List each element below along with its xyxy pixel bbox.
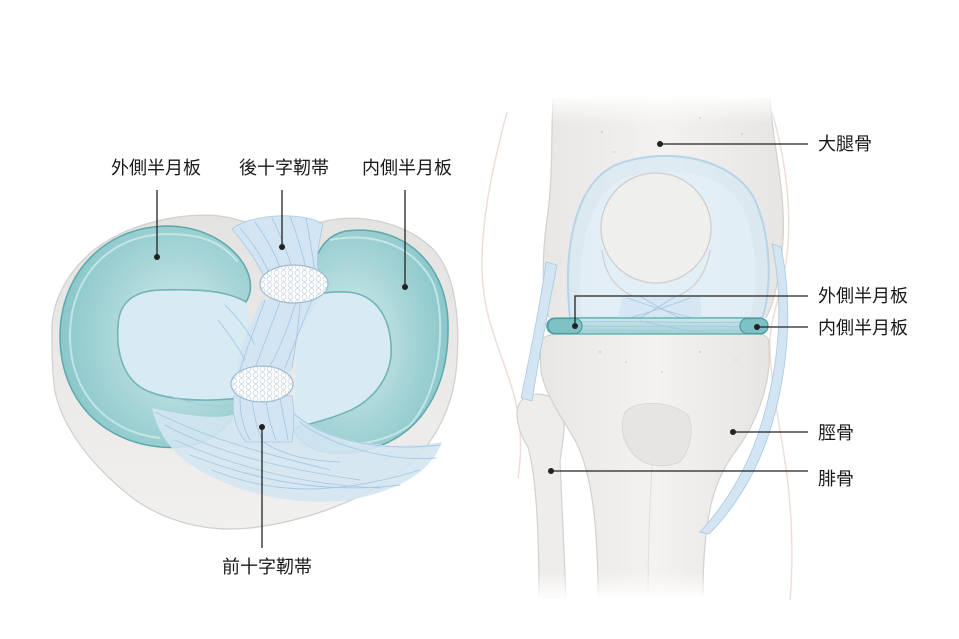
tibial-tuberosity bbox=[621, 402, 692, 467]
fiber-line bbox=[583, 329, 739, 332]
fiber-line bbox=[189, 454, 401, 489]
fiber-line bbox=[164, 424, 361, 481]
lateral-collateral-ligament bbox=[520, 261, 558, 402]
fiber-line bbox=[581, 325, 741, 328]
fiber-line bbox=[291, 304, 301, 369]
top-view-figure bbox=[51, 214, 459, 530]
medial-meniscus-highlight bbox=[329, 236, 442, 446]
femur-texture bbox=[600, 117, 744, 153]
bone-pore bbox=[698, 350, 702, 354]
bone-pore bbox=[625, 361, 627, 363]
fiber-line bbox=[269, 301, 297, 367]
acl-cut-texture bbox=[230, 365, 294, 403]
label-lateral-meniscus-left: 外側半月板 bbox=[111, 158, 201, 178]
leader-lines bbox=[154, 141, 808, 548]
lateral-tibial-cartilage bbox=[117, 289, 251, 401]
bone-pore bbox=[699, 117, 701, 119]
notch-fibers bbox=[627, 295, 693, 319]
label-femur: 大腿骨 bbox=[818, 134, 872, 154]
leader-dot bbox=[730, 429, 736, 435]
tibia-outline-right bbox=[702, 333, 771, 598]
lateral-meniscus-highlight bbox=[68, 232, 239, 439]
tibia-texture bbox=[598, 350, 737, 373]
fiber-line bbox=[154, 411, 331, 471]
leader-dot bbox=[279, 244, 285, 250]
pcl-cut-texture bbox=[259, 264, 329, 304]
fiber-line bbox=[639, 295, 681, 319]
patella bbox=[600, 172, 712, 284]
skin-outline-right bbox=[769, 111, 793, 601]
label-posterior-cruciate-ligament: 後十字靭帯 bbox=[239, 158, 329, 178]
leader-dot bbox=[572, 323, 578, 329]
anterior-fiber-fan bbox=[152, 408, 442, 502]
fiber-line bbox=[211, 469, 421, 490]
medial-meniscus-front bbox=[739, 317, 769, 335]
front-view-figure bbox=[481, 94, 798, 601]
fiber-line bbox=[639, 320, 701, 333]
fiber-line bbox=[251, 399, 263, 441]
acl-fibers bbox=[239, 397, 289, 441]
central-fibers bbox=[217, 299, 313, 371]
anterior-fibers bbox=[154, 395, 441, 490]
fiber-line bbox=[279, 397, 289, 441]
label-fibula: 腓骨 bbox=[818, 469, 854, 489]
labels-left: 外側半月板 後十字靭帯 内側半月板 前十字靭帯 bbox=[111, 158, 452, 577]
label-tibia: 脛骨 bbox=[818, 423, 854, 443]
femur-outline-right bbox=[765, 97, 785, 319]
label-medial-meniscus-left: 内側半月板 bbox=[362, 158, 452, 178]
fibula bbox=[516, 393, 567, 598]
leader-dot bbox=[259, 424, 265, 430]
fiber-line bbox=[239, 299, 266, 371]
leader-dot bbox=[548, 468, 554, 474]
fiber-line bbox=[639, 295, 677, 319]
bone-pore bbox=[740, 132, 744, 136]
fiber-line bbox=[627, 297, 693, 319]
leader-dot bbox=[402, 284, 408, 290]
fiber-line bbox=[265, 399, 277, 441]
bone-pore bbox=[735, 359, 737, 361]
leader-dot bbox=[657, 141, 663, 147]
medial-meniscus-inner-rim bbox=[292, 291, 392, 429]
leader-lateral-meniscus-right bbox=[574, 295, 808, 326]
lateral-meniscus-front bbox=[547, 317, 583, 335]
bone-pore bbox=[600, 130, 604, 134]
fiber-line bbox=[239, 397, 251, 441]
skin-outline-left bbox=[481, 111, 522, 479]
fiber-line bbox=[217, 319, 246, 361]
bone-pore bbox=[661, 371, 663, 373]
fiber-line bbox=[299, 421, 437, 460]
bone-pore bbox=[613, 151, 615, 153]
fiber-line bbox=[581, 320, 741, 324]
meniscus-band-fibers bbox=[581, 320, 741, 333]
medial-tibial-cartilage bbox=[293, 291, 392, 428]
fiber-line bbox=[291, 411, 441, 448]
fiber-line bbox=[254, 301, 281, 369]
femur-top-fade bbox=[538, 94, 798, 124]
leader-dot bbox=[154, 254, 160, 260]
label-medial-meniscus-right: 内側半月板 bbox=[818, 318, 908, 338]
fiber-line bbox=[224, 304, 256, 346]
leader-dot bbox=[754, 324, 760, 330]
leg-bottom-fade bbox=[520, 572, 720, 600]
medial-collateral-ligament bbox=[699, 243, 789, 535]
anterior-cruciate-ligament bbox=[232, 395, 295, 443]
bone-pore bbox=[598, 350, 602, 354]
labels-right: 大腿骨 外側半月板 内側半月板 脛骨 腓骨 bbox=[818, 134, 908, 489]
label-anterior-cruciate-ligament: 前十字靭帯 bbox=[222, 557, 312, 577]
label-lateral-meniscus-right: 外側半月板 bbox=[818, 286, 908, 306]
